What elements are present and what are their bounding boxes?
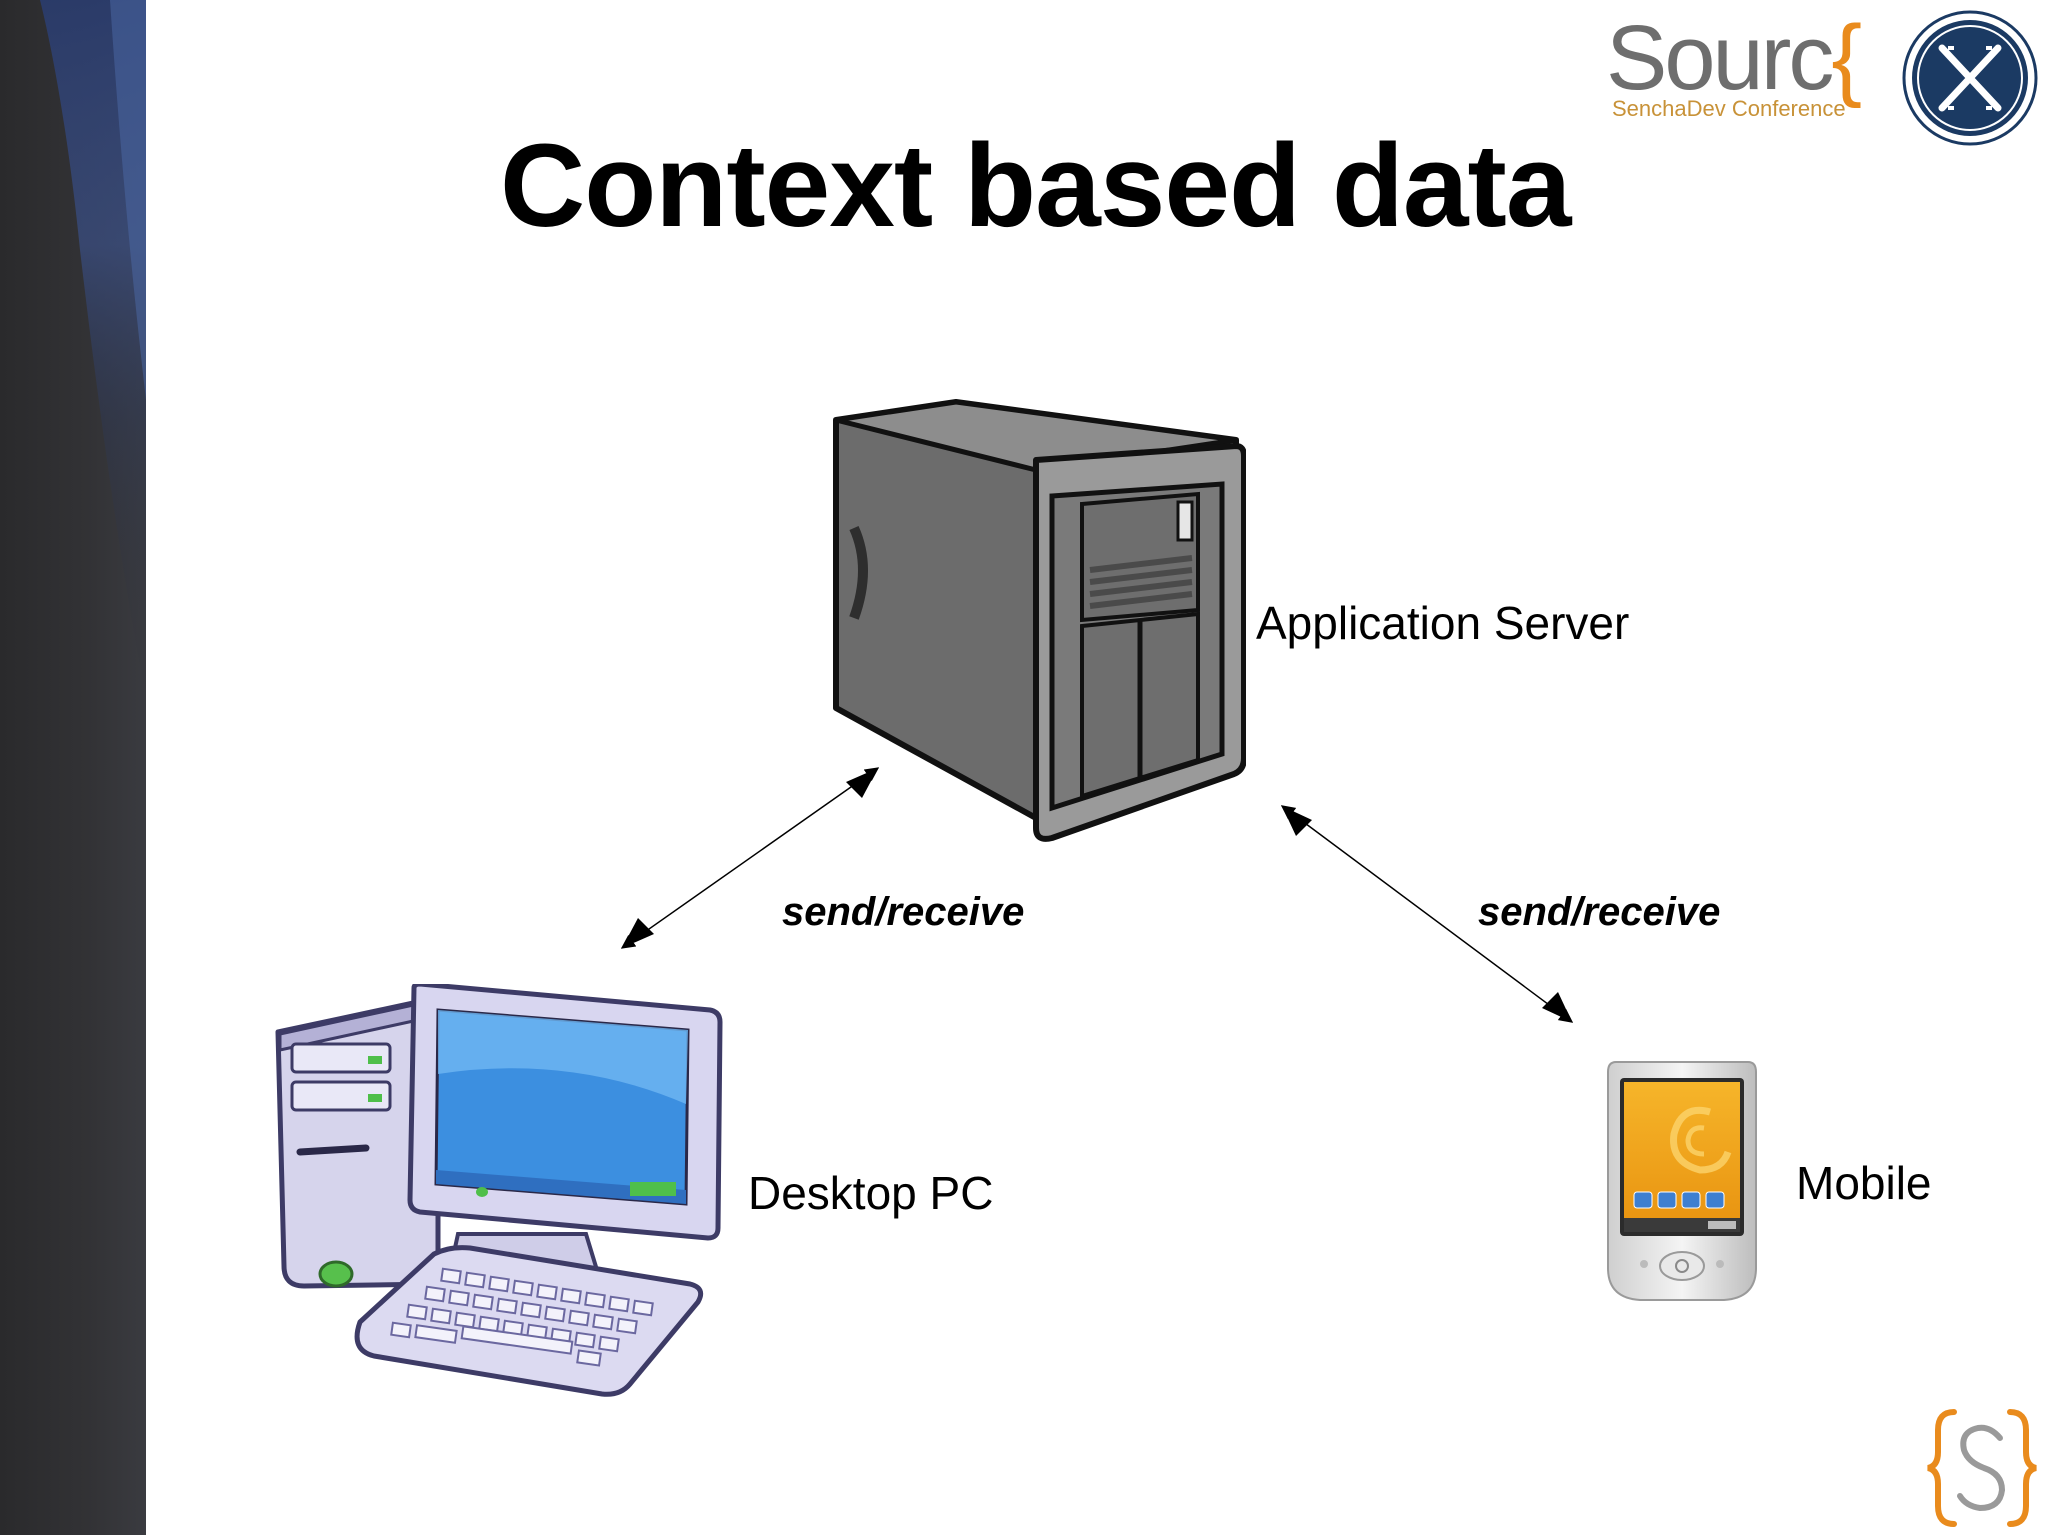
mobile-device-icon: [1604, 1058, 1760, 1304]
arrowhead-server-right: [1282, 806, 1312, 836]
arrowhead-mobile: [1542, 992, 1572, 1022]
edge-label-mobile: send/receive: [1478, 890, 1720, 935]
desktop-label: Desktop PC: [748, 1166, 993, 1220]
server-icon: [826, 398, 1246, 844]
edge-label-desktop: send/receive: [782, 890, 1024, 935]
arrowhead-desktop: [622, 918, 654, 948]
mobile-label: Mobile: [1796, 1156, 1932, 1210]
desktop-pc-icon: [270, 984, 728, 1426]
server-label: Application Server: [1256, 596, 1629, 650]
sencha-brace-logo: [1924, 1406, 2040, 1530]
